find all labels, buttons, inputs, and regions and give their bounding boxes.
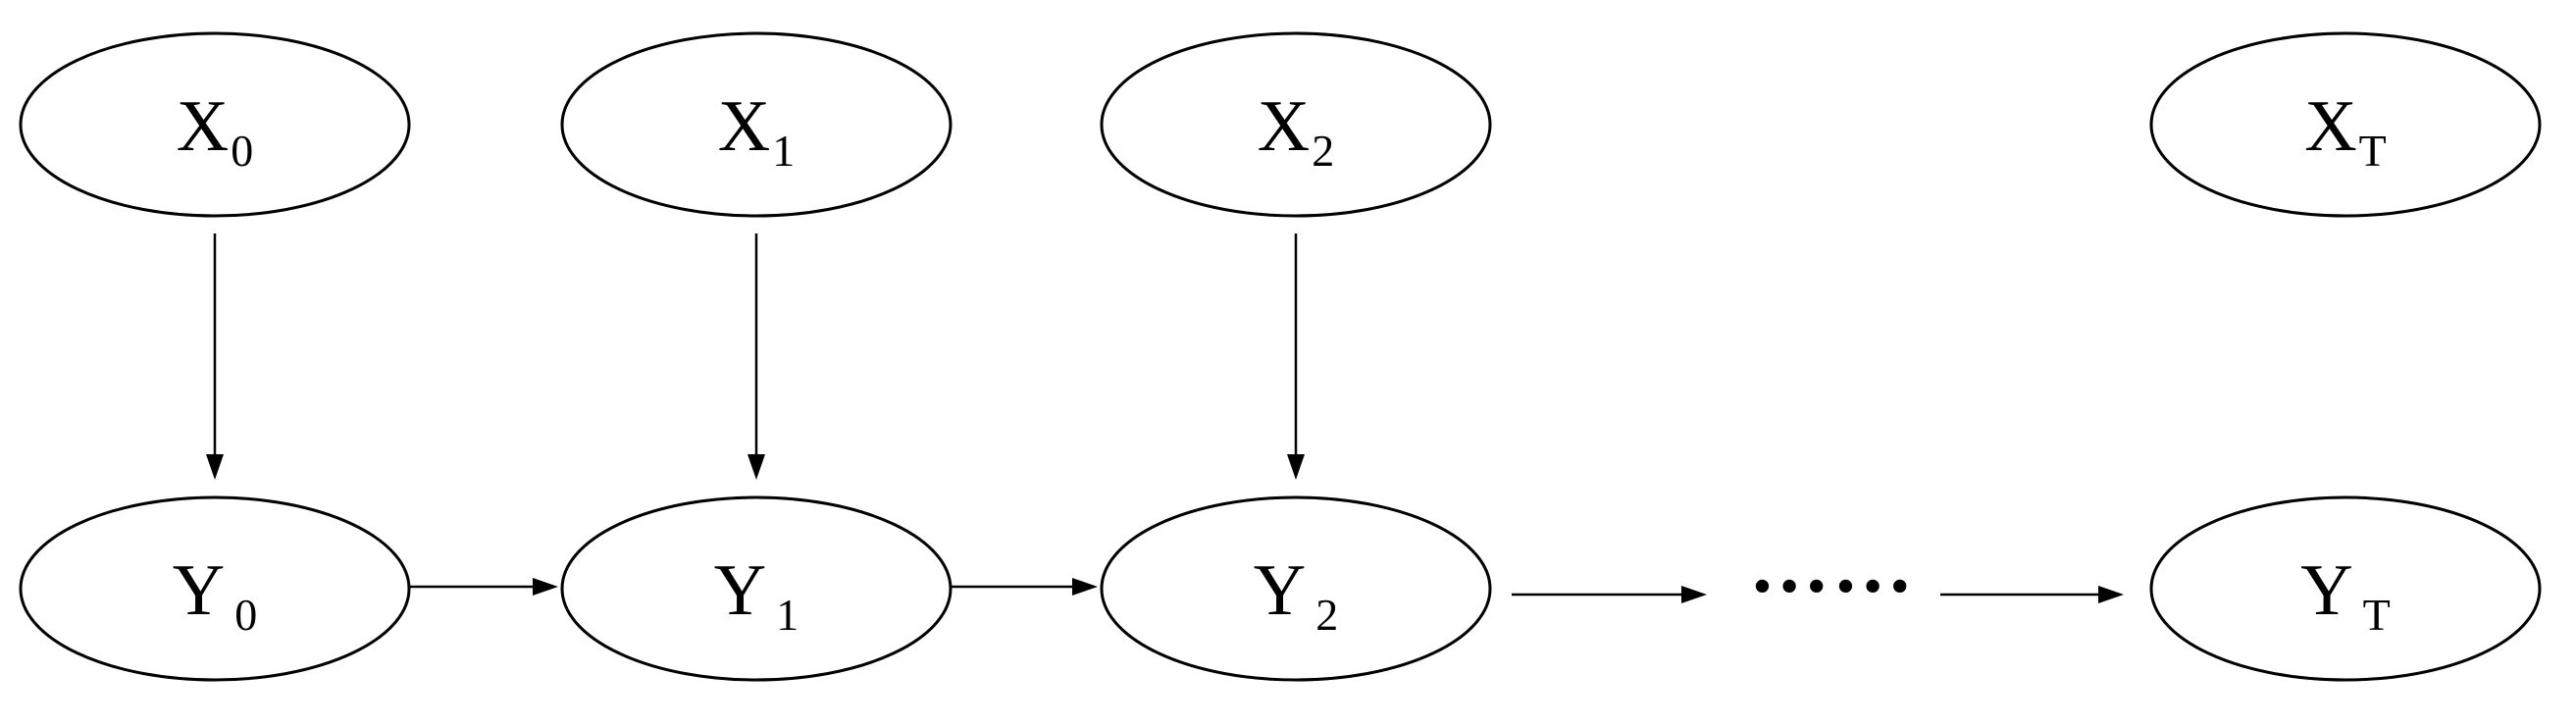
node-label-main: Y <box>1254 550 1306 631</box>
node-label-main: X <box>2304 86 2356 167</box>
arrowhead <box>1072 578 1098 596</box>
node-x2: X2 <box>1100 31 1492 218</box>
node-x0: X0 <box>19 31 411 218</box>
node-label-subscript: 1 <box>772 126 795 176</box>
node-ellipse <box>19 31 411 218</box>
node-ellipse <box>2149 31 2542 218</box>
node-label-subscript: T <box>2363 590 2391 640</box>
node-label-main: Y <box>2300 550 2352 631</box>
node-label-main: Y <box>173 550 225 631</box>
node-label-main: X <box>177 86 229 167</box>
node-label-subscript: 0 <box>231 126 253 176</box>
node-label: X1 <box>718 86 795 176</box>
node-label-subscript: 2 <box>1312 126 1334 176</box>
edge-x0-to-y0 <box>206 234 224 480</box>
node-ellipse <box>560 495 953 682</box>
arrowhead <box>1681 586 1707 603</box>
arrowhead <box>533 578 558 596</box>
node-xt: XT <box>2149 31 2542 218</box>
node-ellipse <box>560 31 953 218</box>
ellipsis-label: …… <box>1749 520 1916 609</box>
node-label-main: Y <box>714 550 766 631</box>
node-ellipse <box>1100 495 1492 682</box>
node-label-main: X <box>718 86 770 167</box>
node-ellipse <box>1100 31 1492 218</box>
node-ellipse <box>2149 495 2542 682</box>
node-label: X2 <box>1258 86 1334 176</box>
node-label-subscript: 0 <box>234 590 257 640</box>
edge-x2-to-y2 <box>1287 234 1305 480</box>
edge-y2-to-ellipsis <box>1512 586 1707 603</box>
edge-x1-to-y1 <box>747 234 765 480</box>
node-label-subscript: T <box>2359 126 2387 176</box>
node-label-main: X <box>1258 86 1310 167</box>
edge-ellipsis-to-yt <box>1940 586 2124 603</box>
node-ellipse <box>19 495 411 682</box>
node-x1: X1 <box>560 31 953 218</box>
node-label-subscript: 2 <box>1315 590 1338 640</box>
node-label: X0 <box>177 86 253 176</box>
edge-y1-to-y2 <box>951 578 1098 596</box>
edge-y0-to-y1 <box>409 578 558 596</box>
node-label-subscript: 1 <box>776 590 799 640</box>
arrowhead <box>206 454 224 480</box>
arrowhead <box>2098 586 2124 603</box>
edges-layer <box>206 234 2124 603</box>
arrowhead <box>747 454 765 480</box>
arrowhead <box>1287 454 1305 480</box>
node-label: XT <box>2304 86 2387 176</box>
